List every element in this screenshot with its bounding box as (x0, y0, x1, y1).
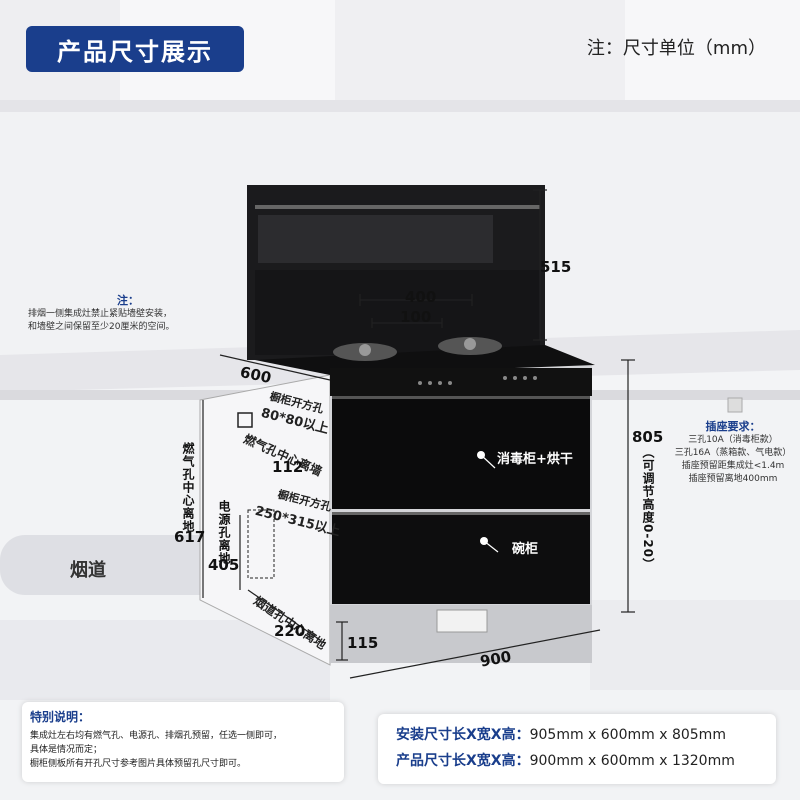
power-height-label: 电源孔离地 (217, 500, 231, 565)
flue-label: 烟道 (70, 560, 106, 581)
install-size-value: 905mm x 600mm x 805mm (529, 727, 726, 743)
dim-hood-height: 515 (540, 258, 572, 276)
socket-note-title: 插座要求： (705, 420, 761, 433)
unit-note: 注：尺寸单位（mm） (586, 38, 766, 59)
dim-vent-height: 220 (274, 622, 306, 640)
dim-height: 805 (632, 428, 664, 446)
dim-power-height: 405 (208, 556, 240, 574)
dim-burner-inner: 100 (400, 308, 432, 326)
left-note-line2: 和墙壁之间保留至少20厘米的空间。 (28, 322, 175, 332)
special-note-box: 特别说明： 集成灶左右均有燃气孔、电源孔、排烟孔预留，任选一侧即可， 具体是情况… (22, 702, 344, 782)
install-size-label: 安装尺寸长X宽X高： (396, 727, 530, 743)
socket-note-line4: 插座预留离地400mm (688, 474, 778, 484)
dim-gas-height: 617 (174, 528, 206, 546)
left-note: 注： 排烟一侧集成灶禁止紧贴墙壁安装， 和墙壁之间保留至少20厘米的空间。 (28, 292, 228, 334)
special-note-title: 特别说明： (30, 710, 91, 724)
dim-base: 115 (347, 634, 379, 652)
install-size-row: 安装尺寸长X宽X高： 905mm x 600mm x 805mm (396, 722, 758, 748)
special-note-line1: 集成灶左右均有燃气孔、电源孔、排烟孔预留，任选一侧即可， (30, 731, 283, 741)
socket-note-line3: 插座预留距集成灶<1.4m (681, 461, 785, 471)
lower-drawer-label: 碗柜 (512, 542, 539, 557)
upper-drawer-label: 消毒柜+烘干 (497, 452, 573, 467)
special-note-line3: 橱柜侧板所有开孔尺寸参考图片具体预留孔尺寸即可。 (30, 759, 247, 769)
dim-height-note: （可调节高度0-20） (641, 446, 655, 572)
dim-gas-from-wall: 112 (272, 458, 304, 476)
left-note-title: 注： (117, 294, 139, 307)
dim-burner-span: 400 (405, 288, 437, 306)
page-title: 产品尺寸展示 (26, 26, 244, 72)
gas-height-label: 燃气孔中心离地 (181, 442, 195, 533)
socket-note-line1: 三孔10A（消毒柜款） (688, 435, 778, 445)
sizes-box: 安装尺寸长X宽X高： 905mm x 600mm x 805mm 产品尺寸长X宽… (378, 714, 776, 784)
product-size-value: 900mm x 600mm x 1320mm (529, 753, 735, 769)
socket-note-line2: 三孔16A（蒸箱款、气电款） (674, 448, 792, 458)
product-size-label: 产品尺寸长X宽X高： (396, 753, 530, 769)
special-note-line2: 具体是情况而定； (30, 745, 103, 755)
socket-note: 插座要求： 三孔10A（消毒柜款） 三孔16A（蒸箱款、气电款） 插座预留距集成… (668, 418, 798, 486)
product-size-row: 产品尺寸长X宽X高： 900mm x 600mm x 1320mm (396, 748, 758, 774)
left-note-line1: 排烟一侧集成灶禁止紧贴墙壁安装， (28, 309, 173, 319)
